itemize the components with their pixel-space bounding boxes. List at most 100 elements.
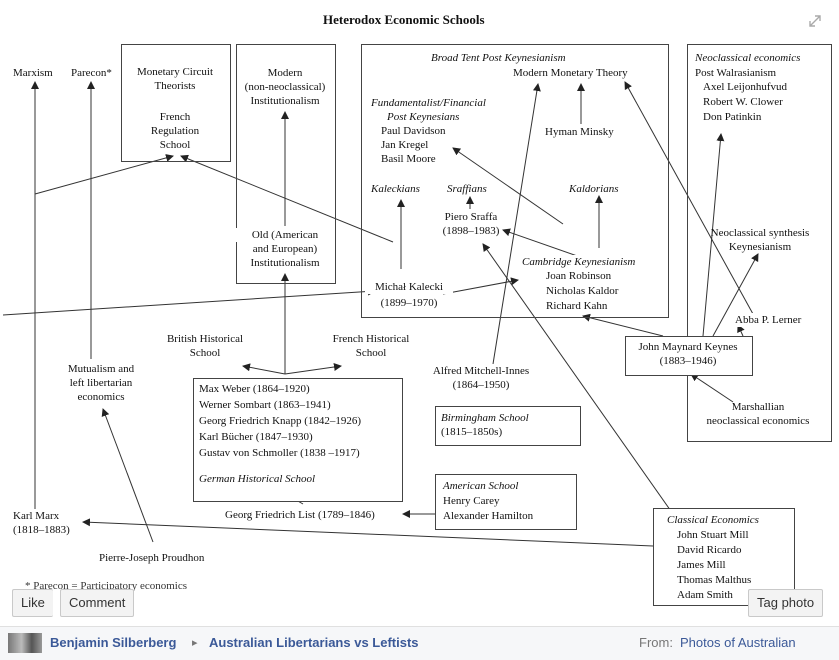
edge-keynes-cambridge bbox=[582, 313, 664, 337]
from-label: From: bbox=[639, 635, 673, 650]
comment-button[interactable]: Comment bbox=[60, 589, 135, 617]
monetary-circuit-label-2: Theorists bbox=[154, 80, 196, 92]
french-regulation-label-1: French bbox=[159, 111, 191, 123]
photo-footer: Benjamin Silberberg ▸ Australian Liberta… bbox=[0, 626, 839, 660]
post-keynesian-box bbox=[361, 44, 669, 318]
from-album-link[interactable]: Photos of Australian bbox=[680, 635, 796, 650]
synthesis-label-2: Keynesianism bbox=[728, 241, 792, 253]
neoclassical-label: Neoclassical economics bbox=[695, 52, 801, 64]
modern-inst-2: (non-neoclassical) bbox=[244, 81, 326, 93]
modern-inst-1: Modern bbox=[267, 67, 303, 79]
edge-left-kalecki bbox=[3, 287, 376, 316]
keynes-box bbox=[625, 336, 753, 376]
parecon-label: Parecon* bbox=[71, 67, 112, 79]
avatar[interactable] bbox=[8, 633, 42, 653]
post-walrasianism: Post Walrasianism bbox=[695, 67, 777, 79]
ricardo: David Ricardo bbox=[677, 544, 742, 556]
french-hist-1: French Historical bbox=[332, 333, 410, 345]
edge-line-french-reg bbox=[180, 154, 394, 243]
german-school-label: German Historical School bbox=[199, 473, 316, 485]
french-regulation-label-3: School bbox=[159, 139, 191, 151]
mmt-label: Modern Monetary Theory bbox=[513, 66, 628, 80]
malthus: Thomas Malthus bbox=[677, 574, 752, 586]
old-inst-1: Old (American bbox=[236, 228, 334, 242]
kaldorians-label: Kaldorians bbox=[569, 183, 619, 195]
british-hist-1: British Historical bbox=[166, 333, 244, 345]
classical-label: Classical Economics bbox=[667, 514, 759, 526]
breadcrumb-separator: ▸ bbox=[192, 637, 198, 649]
davidson: Paul Davidson bbox=[381, 125, 446, 137]
edge-lerner-mmt bbox=[624, 81, 754, 315]
marx-label-1: Karl Marx bbox=[13, 509, 60, 523]
keynes-label-1: John Maynard Keynes bbox=[638, 341, 738, 353]
american-label: American School bbox=[443, 480, 519, 492]
list-label: Georg Friedrich List (1789–1846) bbox=[225, 508, 375, 522]
edge-german-french bbox=[284, 363, 342, 375]
kaldor: Nicholas Kaldor bbox=[546, 285, 619, 297]
mitchell-label-2: (1864–1950) bbox=[452, 379, 510, 391]
sraffa-label-1: Piero Sraffa bbox=[444, 211, 498, 223]
broad-tent-label: Broad Tent Post Keynesianism bbox=[431, 52, 566, 64]
leijonhufvud: Axel Leijonhufvud bbox=[703, 81, 788, 93]
clower: Robert W. Clower bbox=[703, 96, 783, 108]
author-link[interactable]: Benjamin Silberberg bbox=[50, 635, 177, 650]
hamilton: Alexander Hamilton bbox=[443, 510, 534, 522]
kregel: Jan Kregel bbox=[381, 139, 429, 151]
robinson: Joan Robinson bbox=[546, 270, 612, 282]
carey: Henry Carey bbox=[443, 495, 500, 507]
kalecki-label-1: Michał Kalecki bbox=[365, 280, 453, 294]
marx-label-2: (1818–1883) bbox=[13, 524, 70, 536]
french-regulation-label-2: Regulation bbox=[150, 125, 200, 137]
patinkin: Don Patinkin bbox=[703, 111, 762, 123]
edge-keynes-neoclassical bbox=[702, 133, 725, 337]
edge-classical-sraffa bbox=[482, 243, 674, 515]
birmingham-dates: (1815–1850s) bbox=[441, 426, 503, 438]
tag-photo-button[interactable]: Tag photo bbox=[748, 589, 824, 617]
institutionalism-box bbox=[236, 44, 336, 284]
sraffa-label-2: (1898–1983) bbox=[442, 225, 500, 237]
lerner-label: Abba P. Lerner bbox=[735, 313, 802, 327]
marxism-label: Marxism bbox=[13, 67, 53, 79]
edge-line-monetary bbox=[34, 154, 174, 195]
edge-proudhon-mutualism bbox=[101, 408, 154, 543]
birmingham-box bbox=[435, 406, 581, 446]
monetary-circuit-box bbox=[121, 44, 231, 162]
edge-keynes-fundamentalist bbox=[452, 147, 564, 225]
keynes-label-2: (1883–1946) bbox=[659, 355, 717, 367]
old-inst-3: Institutionalism bbox=[250, 257, 320, 269]
proudhon-label: Pierre-Joseph Proudhon bbox=[99, 551, 205, 565]
british-hist-2: School bbox=[189, 347, 221, 359]
german-school-box bbox=[193, 378, 403, 502]
edge-kalecki-cambridge bbox=[442, 277, 519, 295]
birmingham-label: Birmingham School bbox=[441, 412, 529, 424]
kaleckians-label: Kaleckians bbox=[371, 183, 420, 195]
kalecki-label-2: (1899–1970) bbox=[380, 297, 438, 309]
mutualism-1: Mutualism and bbox=[51, 362, 151, 376]
edge-marshallian-keynes bbox=[690, 373, 734, 403]
schmoller: Gustav von Schmoller (1838 –1917) bbox=[199, 447, 360, 459]
group-link[interactable]: Australian Libertarians vs Leftists bbox=[209, 635, 419, 650]
edge-cambridge-sraffa bbox=[502, 228, 584, 259]
jsmill: John Stuart Mill bbox=[677, 529, 749, 541]
monetary-circuit-label-1: Monetary Circuit bbox=[136, 66, 214, 78]
edge-classical-marx bbox=[82, 518, 654, 547]
bucher: Karl Bücher (1847–1930) bbox=[199, 431, 313, 443]
american-school-box bbox=[435, 474, 577, 530]
like-button[interactable]: Like bbox=[12, 589, 53, 617]
neoclassical-box bbox=[687, 44, 832, 442]
smith: Adam Smith bbox=[677, 589, 733, 601]
mutualism-2: left libertarian bbox=[51, 376, 151, 390]
edge-german-british bbox=[242, 363, 286, 375]
fundamentalist-label-2: Post Keynesians bbox=[387, 111, 460, 123]
moore: Basil Moore bbox=[381, 153, 436, 165]
knapp: Georg Friedrich Knapp (1842–1926) bbox=[199, 415, 362, 427]
expand-icon[interactable] bbox=[808, 14, 822, 28]
weber: Max Weber (1864–1920) bbox=[199, 383, 310, 395]
sombart: Werner Sombart (1863–1941) bbox=[199, 399, 331, 411]
modern-inst-3: Institutionalism bbox=[250, 95, 320, 107]
minsky-label: Hyman Minsky bbox=[545, 125, 614, 139]
marshallian-label-2: neoclassical economics bbox=[706, 415, 810, 427]
sraffians-label: Sraffians bbox=[447, 183, 487, 195]
diagram-title: Heterodox Economic Schools bbox=[323, 12, 485, 27]
